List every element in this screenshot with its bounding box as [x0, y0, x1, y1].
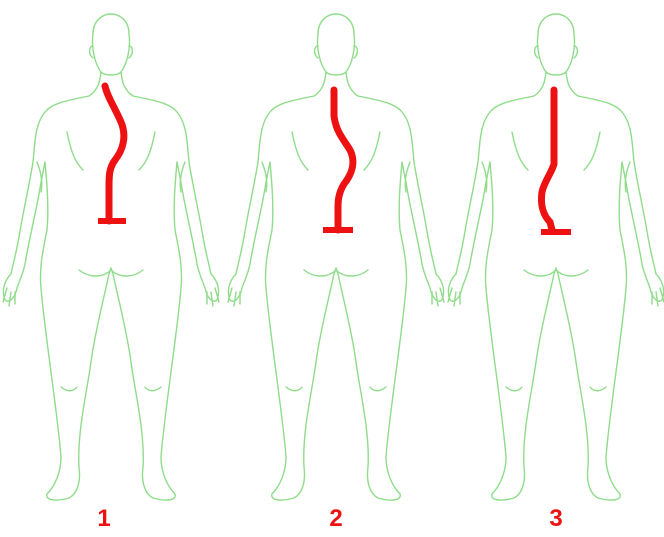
figure-1-label: 1 — [84, 505, 124, 533]
figure-2-label: 2 — [316, 505, 356, 533]
body-outline-2 — [228, 14, 444, 500]
body-outline-1 — [3, 14, 219, 500]
body-outline-3 — [448, 14, 664, 500]
figure-3-label: 3 — [536, 505, 576, 533]
spine-curve-3 — [541, 90, 554, 230]
spine-curve-2 — [334, 90, 353, 230]
figure-2 — [228, 14, 444, 500]
spine-curve-1 — [105, 86, 124, 221]
figure-3 — [448, 14, 664, 500]
figure-1 — [3, 14, 219, 500]
